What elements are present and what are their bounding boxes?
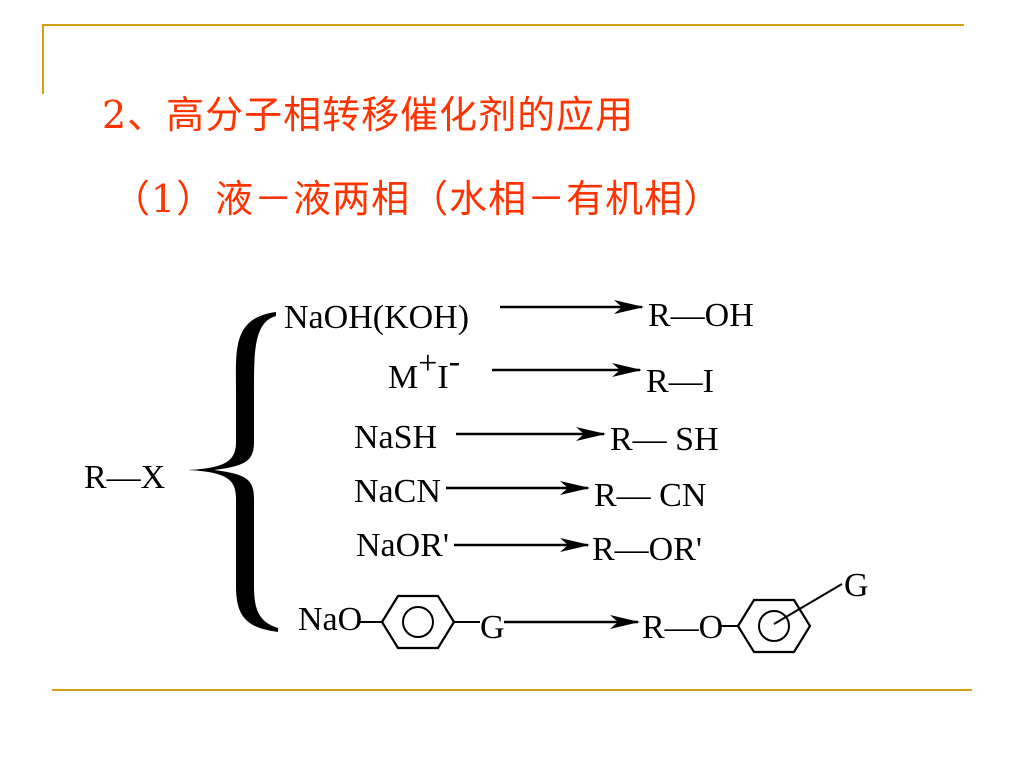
reagent-nash: NaSH [354,419,437,456]
left-rule [42,24,44,94]
benzene-ring-left [380,594,456,650]
reagent-m: M [388,359,418,396]
reagent-m-i: M+I- [388,343,460,396]
reactant-rx: R—X [84,459,165,496]
product-r-i: R—I [646,363,714,400]
slide-title: 2、高分子相转移催化剂的应用 [102,93,635,137]
top-rule [42,24,964,26]
charge-plus: + [418,345,437,382]
product-r-oh: R—OH [648,297,754,334]
product-r-sh: R— SH [610,421,719,458]
product-g: G [844,567,869,604]
reagent-g: G [480,609,505,646]
charge-minus: - [449,343,460,380]
bottom-rule [52,689,972,691]
product-r-o: R—O [642,609,723,646]
curly-brace [188,312,278,632]
reagent-nacn: NaCN [354,473,441,510]
benzene-ring-right [736,598,812,654]
product-r-cn: R— CN [594,477,706,514]
reagent-naor: NaOR' [356,527,449,564]
product-r-or: R—OR' [592,531,702,568]
reagent-naoh-koh: NaOH(KOH) [284,299,469,336]
reagent-nao: NaO [298,601,362,638]
reagent-i: I [437,359,448,396]
bond-ring-g-right [773,583,843,625]
slide-subtitle: （1）液－液两相（水相－有机相） [112,177,723,221]
